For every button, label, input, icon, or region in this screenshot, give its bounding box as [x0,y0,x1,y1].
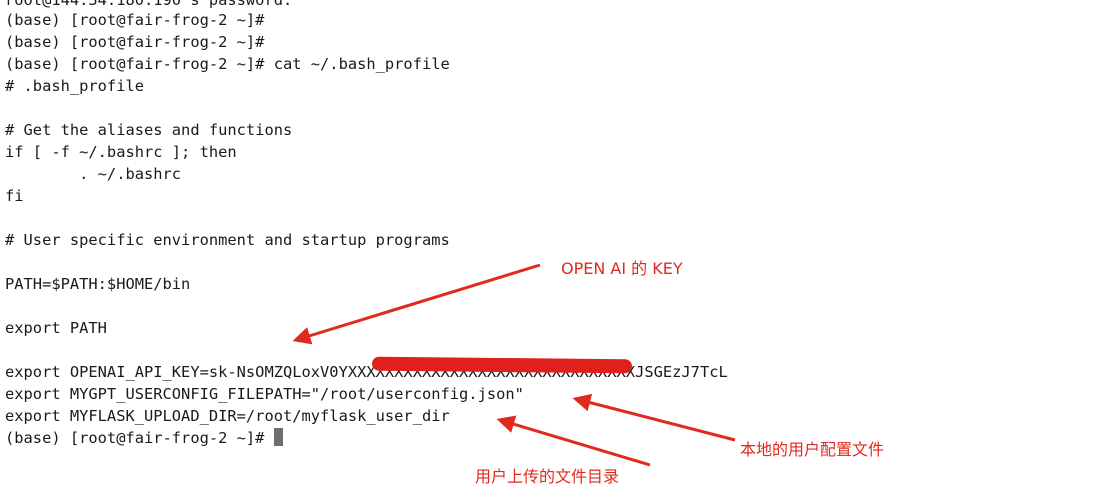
arrow-to-openai-key [292,263,541,345]
upload-dir-annotation: 用户上传的文件目录 [475,467,620,486]
openai-key-annotation: OPEN AI 的 KEY [561,259,683,278]
arrow-to-userconfig [572,393,736,442]
terminal-line: if [ -f ~/.bashrc ]; then [5,143,237,161]
terminal-line: export PATH [5,319,107,337]
userconfig-line: export MYGPT_USERCONFIG_FILEPATH="/root/… [5,385,524,403]
upload-dir-line: export MYFLASK_UPLOAD_DIR=/root/myflask_… [5,407,450,425]
terminal-line: fi [5,187,24,205]
terminal-line: PATH=$PATH:$HOME/bin [5,275,191,293]
terminal-line: # Get the aliases and functions [5,121,293,139]
terminal-cursor [273,428,283,446]
terminal-line: (base) [root@fair-frog-2 ~]# [5,11,265,29]
terminal-line: root@144.34.180.190's password: [5,0,293,9]
terminal-line: # .bash_profile [5,77,144,95]
prompt-line[interactable]: (base) [root@fair-frog-2 ~]# [5,427,283,449]
terminal-line: (base) [root@fair-frog-2 ~]# cat ~/.bash… [5,55,450,73]
terminal-line: (base) [root@fair-frog-2 ~]# [5,33,265,51]
terminal-line: # User specific environment and startup … [5,231,450,249]
prompt-text: (base) [root@fair-frog-2 ~]# [5,429,274,447]
local-config-annotation: 本地的用户配置文件 [740,440,885,459]
arrow-to-upload-dir [496,415,651,467]
terminal-line: . ~/.bashrc [5,165,182,183]
